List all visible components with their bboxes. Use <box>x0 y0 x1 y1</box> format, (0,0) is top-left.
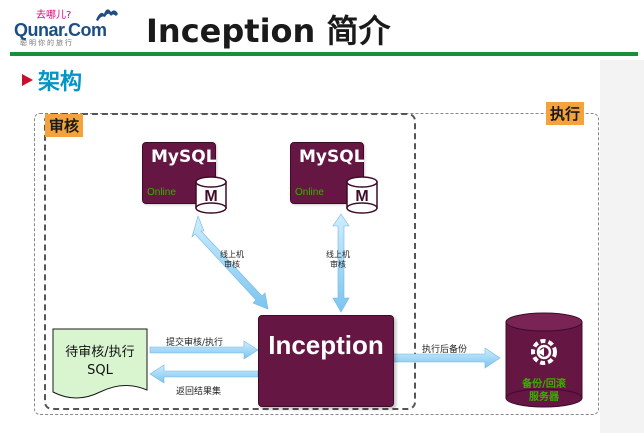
sql-document-shape <box>52 328 148 399</box>
online-status: Online <box>147 187 176 198</box>
mysql-label: MySQL <box>151 147 217 167</box>
backup-server-label: 备份/回滚 服务器 <box>522 379 566 403</box>
arrow-return <box>149 364 259 384</box>
arrow-online-left <box>191 215 269 310</box>
backup-after-label: 执行后备份 <box>422 345 468 355</box>
bullet-triangle-icon <box>22 74 33 86</box>
arrow-online-right <box>332 213 350 313</box>
arrow-submit <box>149 340 259 360</box>
page-title: Inception 简介 <box>146 12 391 50</box>
online-audit-label-left: 线上机 审核 <box>220 250 244 269</box>
audit-region-label: 审核 <box>45 114 84 137</box>
execute-region-label: 执行 <box>546 102 585 125</box>
master-badge-label: M <box>204 188 218 205</box>
arrow-backup <box>392 347 501 369</box>
online-status: Online <box>295 187 324 198</box>
mysql-master-badge-icon <box>195 176 227 214</box>
section-title: 架构 <box>38 70 83 95</box>
inception-label: Inception <box>268 330 384 360</box>
master-badge-label: M <box>355 188 369 205</box>
online-audit-label-right: 线上机 审核 <box>326 250 350 269</box>
backup-server-cylinder <box>505 312 583 408</box>
mysql-label: MySQL <box>299 147 365 167</box>
camel-icon <box>96 9 118 21</box>
audit-region <box>44 113 416 410</box>
sync-gear-icon <box>531 339 557 365</box>
logo: Qunar.Com <box>14 20 107 40</box>
mysql-master-badge-icon <box>346 176 378 214</box>
header-divider <box>10 52 638 56</box>
side-panel <box>600 60 644 433</box>
inception-node: Inception <box>258 315 394 407</box>
submit-label: 提交审核/执行 <box>166 338 224 348</box>
logo-slogan: 聪明你的旅行 <box>20 39 74 47</box>
sql-document-label: 待审核/执行 SQL <box>65 345 135 378</box>
logo-tagline: 去哪儿? <box>36 10 72 21</box>
return-label: 返回结果集 <box>176 387 222 397</box>
